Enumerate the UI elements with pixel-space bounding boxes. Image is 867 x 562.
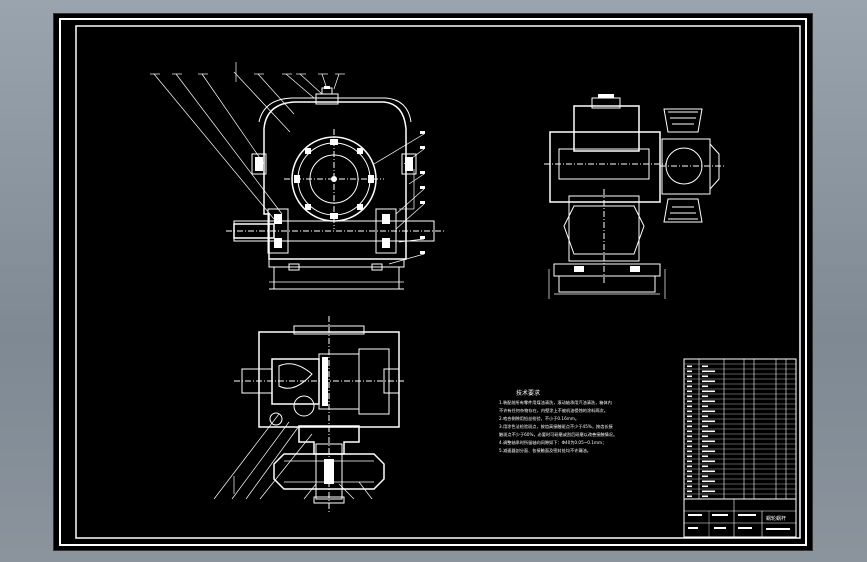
bom-cell-mark — [702, 385, 708, 388]
bom-cell-mark — [687, 425, 692, 428]
title-block: 蜗轮蜗杆 — [683, 498, 797, 538]
bom-cell-mark — [687, 405, 692, 408]
note-line: 4.调整轴承时所留轴向间隙如下：Φ40为0.05~0.1mm； — [499, 439, 606, 446]
bom-cell-mark — [702, 485, 708, 488]
bom-cell-mark — [702, 400, 715, 403]
bom-cell-mark — [687, 365, 692, 368]
bom-cell-mark — [702, 370, 715, 373]
bom-cell-mark — [687, 440, 692, 443]
note-line: 5.减速器剖分面、各接触面及密封处均不许漏油。 — [499, 447, 591, 454]
bom-cell-mark — [687, 435, 692, 438]
bom-cell-mark — [702, 425, 708, 428]
bom-cell-mark — [702, 395, 708, 398]
bom-cell-mark — [702, 490, 715, 493]
bom-cell-mark — [702, 475, 708, 478]
note-line: 1.装配前所有零件用煤油清洗，滚动轴承用汽油清洗，箱体内 — [499, 399, 612, 406]
note-line: 3.用涂色法检验斑点，按齿高接触斑点不少于45%，按齿长接 — [499, 423, 614, 430]
cad-drawing-viewport[interactable]: 技术要求 1.装配前所有零件用煤油清洗，滚动轴承用汽油清洗，箱体内 不许有任何杂… — [54, 14, 812, 550]
bom-cell-mark — [702, 470, 715, 473]
bom-cell-mark — [687, 410, 692, 413]
bom-cell-mark — [687, 385, 692, 388]
bom-cell-mark — [702, 480, 715, 483]
bom-cell-mark — [702, 445, 708, 448]
bom-cell-mark — [702, 380, 715, 383]
bom-cell-mark — [687, 380, 692, 383]
bom-cell-mark — [687, 430, 692, 433]
bom-cell-mark — [687, 400, 692, 403]
bom-cell-mark — [702, 455, 708, 458]
bom-cell-mark — [687, 455, 692, 458]
title-block-name: 蜗轮蜗杆 — [766, 515, 786, 522]
bom-cell-mark — [687, 460, 692, 463]
side-view — [544, 94, 724, 299]
bom-cell-mark — [702, 420, 715, 423]
bom-cell-mark — [687, 475, 692, 478]
bom-cell-mark — [702, 365, 708, 368]
bom-cell-mark — [702, 410, 715, 413]
bom-cell-mark — [687, 495, 692, 498]
bom-cell-mark — [687, 450, 692, 453]
bom-cell-mark — [687, 490, 692, 493]
technical-notes: 技术要求 1.装配前所有零件用煤油清洗，滚动轴承用汽油清洗，箱体内 不许有任何杂… — [499, 389, 617, 454]
bom-cell-mark — [702, 435, 708, 438]
bom-cell-mark — [702, 390, 715, 393]
bom-cell-mark — [702, 450, 715, 453]
bom-cell-mark — [702, 375, 708, 378]
parts-list-table — [683, 358, 797, 500]
note-line: 2.啮合侧隙用铅丝检验，不小于0.16mm。 — [499, 415, 579, 422]
bom-cell-mark — [687, 465, 692, 468]
cad-drawing-canvas: 技术要求 1.装配前所有零件用煤油清洗，滚动轴承用汽油清洗，箱体内 不许有任何杂… — [59, 18, 807, 546]
bom-cell-mark — [687, 415, 692, 418]
inner-frame — [75, 25, 801, 539]
outer-frame — [59, 18, 807, 546]
top-view — [213, 316, 404, 514]
bom-cell-mark — [702, 415, 708, 418]
bom-cell-mark — [687, 485, 692, 488]
bom-cell-mark — [702, 405, 708, 408]
bom-cell-mark — [687, 480, 692, 483]
bom-cell-mark — [702, 430, 715, 433]
bom-cell-mark — [687, 445, 692, 448]
bom-cell-mark — [702, 495, 708, 498]
note-line: 触斑点不少于60%，必要时可研磨或刮后研磨以改善接触情况。 — [499, 431, 617, 438]
bom-cell-mark — [702, 440, 715, 443]
bom-cell-mark — [687, 375, 692, 378]
bom-cell-mark — [687, 395, 692, 398]
bom-cell-mark — [687, 470, 692, 473]
bom-cell-mark — [687, 370, 692, 373]
bom-cell-mark — [687, 390, 692, 393]
bom-cell-mark — [702, 460, 715, 463]
bom-cell-mark — [702, 465, 708, 468]
notes-title: 技术要求 — [516, 389, 540, 397]
note-line: 不许有任何杂物存在，内壁涂上不被机油侵蚀的涂料两次。 — [499, 407, 608, 414]
bom-cell-mark — [687, 420, 692, 423]
front-view — [150, 62, 444, 290]
